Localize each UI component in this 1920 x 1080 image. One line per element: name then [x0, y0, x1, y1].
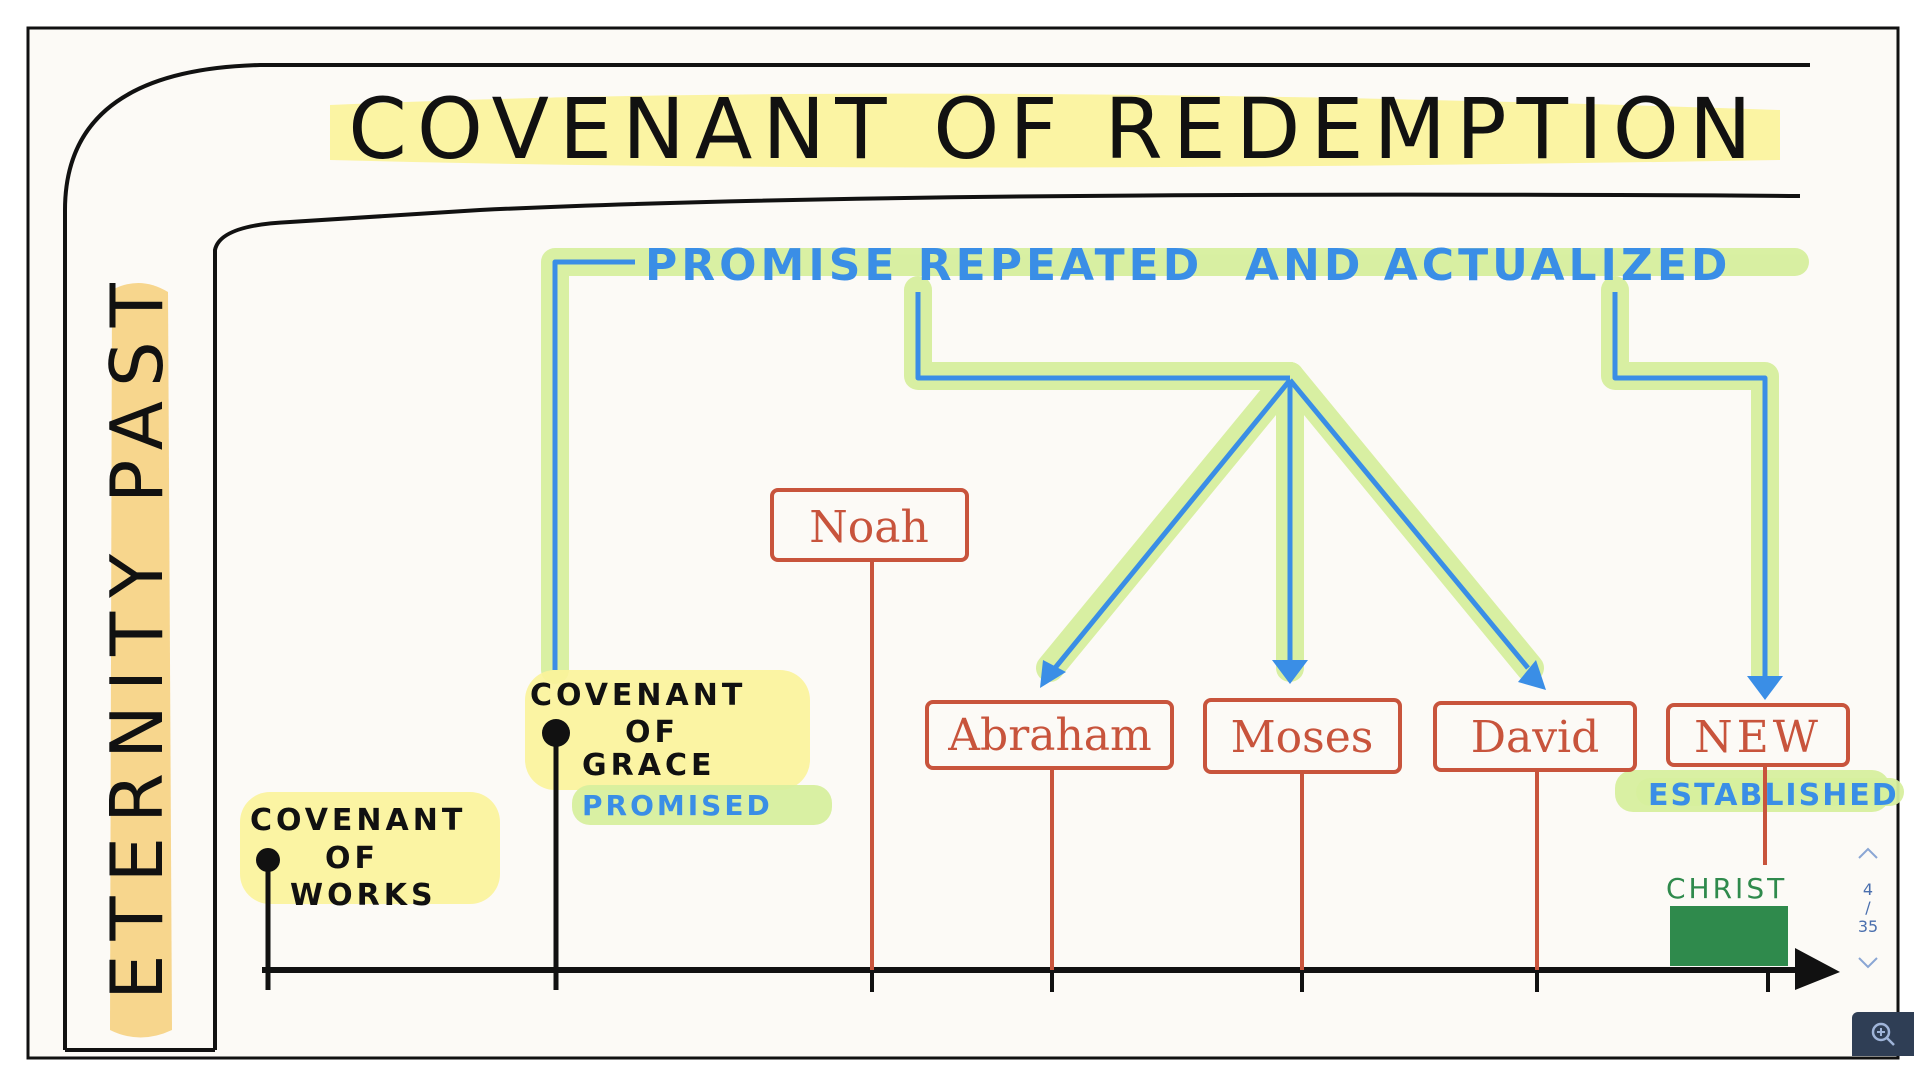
established-label: ESTABLISHED — [1648, 778, 1899, 813]
diagram-title: COVENANT OF REDEMPTION — [348, 80, 1761, 178]
nav-up-icon[interactable] — [1858, 847, 1878, 859]
christ-label: CHRIST — [1666, 872, 1787, 905]
page-total: 35 — [1858, 917, 1878, 936]
red-boxes — [770, 488, 1850, 774]
label-highlights — [240, 670, 810, 904]
inner-frame-line — [213, 192, 1801, 1050]
blue-arrowheads — [1040, 660, 1783, 700]
grace-dot — [542, 719, 570, 747]
title-highlight — [330, 93, 1780, 168]
zoom-button[interactable] — [1852, 1012, 1914, 1056]
works-dot — [256, 848, 280, 872]
eternity-past-label: ETERNITY PAST — [95, 269, 179, 1000]
noah-box — [770, 488, 969, 562]
zoom-in-icon — [1871, 1022, 1895, 1046]
grace-line1: COVENANT — [530, 678, 746, 713]
works-line2: OF — [325, 841, 379, 876]
axis-ticks — [870, 970, 1770, 992]
noah-label: Noah — [809, 502, 929, 553]
abraham-label: Abraham — [947, 710, 1152, 761]
arrow-to-abraham-icon — [1040, 660, 1066, 688]
blue-connectors — [552, 259, 1768, 680]
david-label: David — [1471, 712, 1600, 763]
promise-repeated-label: PROMISE REPEATED — [645, 240, 1203, 291]
moses-label: Moses — [1231, 712, 1374, 763]
abraham-box — [925, 700, 1174, 770]
grace-line3: GRACE — [582, 748, 715, 783]
arrow-to-moses-icon — [1272, 660, 1308, 684]
grace-line2: OF — [625, 715, 679, 750]
outer-frame-line — [63, 63, 1810, 1050]
eternity-highlight — [110, 282, 172, 1038]
and-actualized-label: AND ACTUALIZED — [1245, 240, 1731, 291]
works-line1: COVENANT — [250, 803, 466, 838]
nav-down-icon[interactable] — [1858, 957, 1878, 969]
arrow-to-new-icon — [1747, 676, 1783, 700]
david-box — [1433, 701, 1637, 772]
new-label: NEW — [1694, 712, 1822, 763]
page-current: 4 — [1863, 880, 1873, 899]
timeline-arrow-icon — [1795, 948, 1840, 990]
works-line3: WORKS — [290, 878, 437, 913]
christ-block — [1670, 906, 1788, 966]
page-separator: / — [1865, 898, 1871, 917]
moses-box — [1203, 698, 1402, 774]
red-stems — [870, 560, 1767, 990]
promised-label: PROMISED — [582, 789, 773, 822]
new-box — [1666, 703, 1850, 767]
green-label-highlights — [572, 770, 1890, 825]
arrow-to-david-icon — [1518, 660, 1546, 690]
